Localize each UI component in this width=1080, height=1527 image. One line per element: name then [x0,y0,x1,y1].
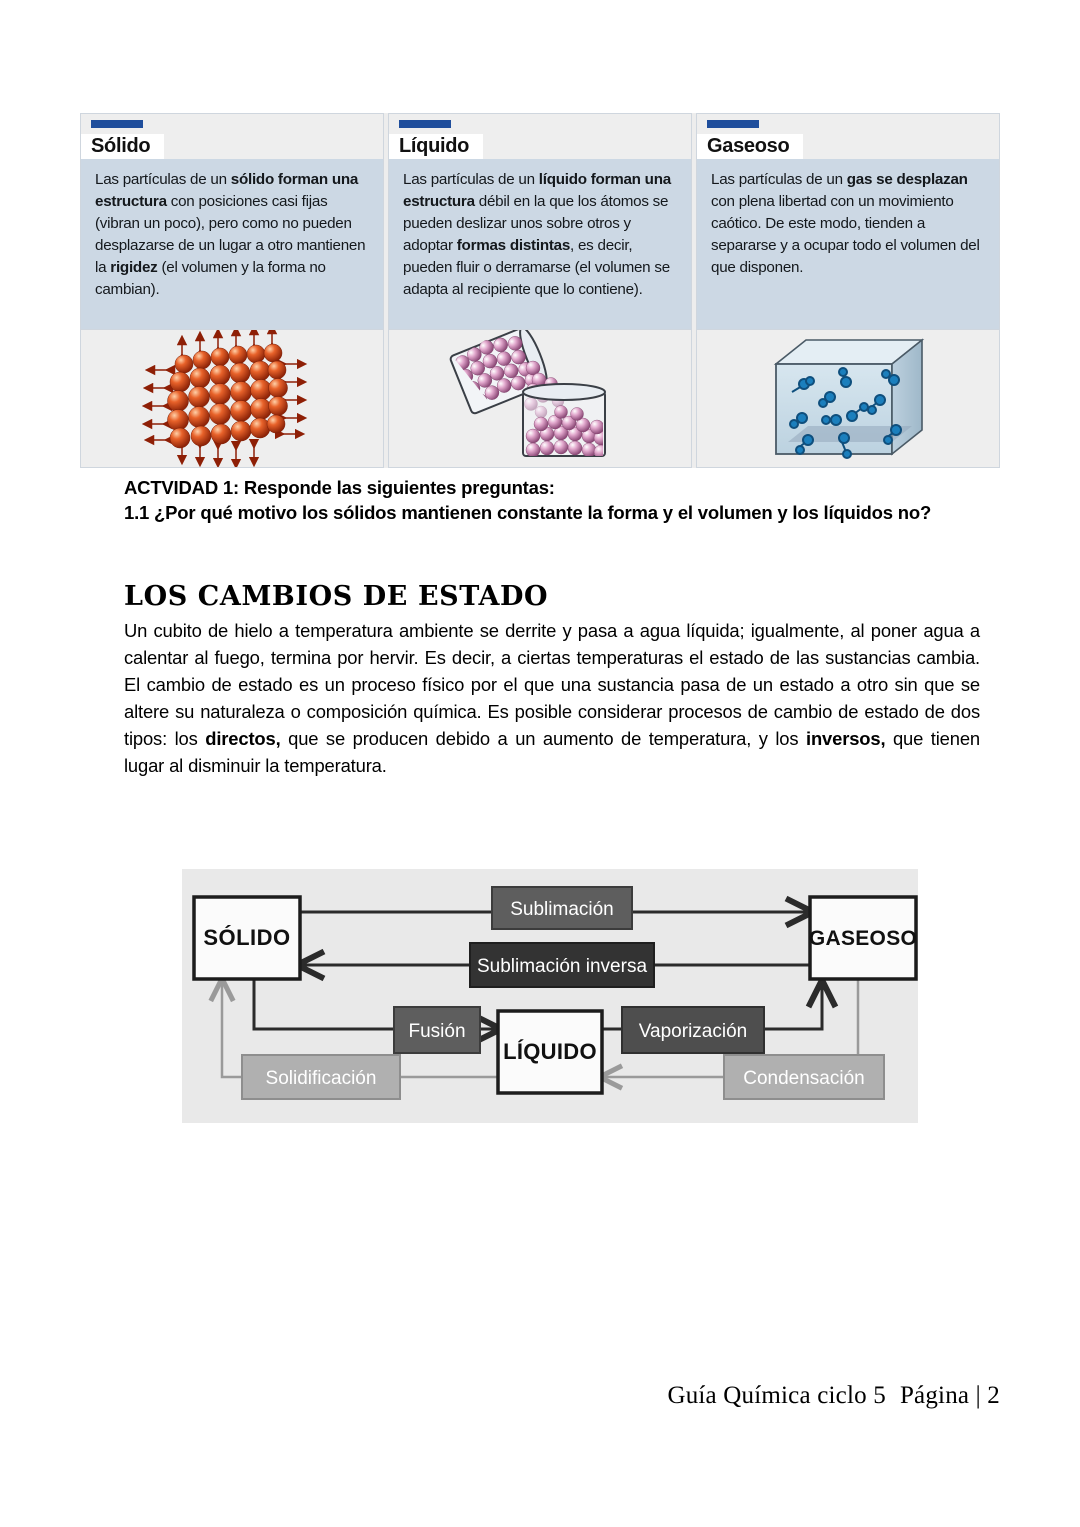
panel-text-gaseoso: Las partículas de un gas se desplazan co… [711,171,980,276]
diagram-node-label-liquido: LÍQUIDO [503,1039,597,1064]
panel-body-solido: Las partículas de un sólido forman una e… [81,159,383,330]
panel-body-gaseoso: Las partículas de un gas se desplazan co… [697,159,999,330]
activity-heading: ACTVIDAD 1: Responde las siguientes preg… [124,477,555,498]
state-panel-solido: Sólido Las partículas de un sólido forma… [80,113,384,468]
diagram-transition-vaporizacion: Vaporización [621,1006,765,1054]
diagram-transition-label-sublimacion-inversa: Sublimación inversa [477,956,647,977]
panel-head-gaseoso: Gaseoso [697,132,999,160]
diagram-transition-label-sublimacion: Sublimación [510,899,614,920]
gas-cube-illustration [697,329,999,467]
diagram-transition-label-solidificacion: Solidificación [266,1068,377,1089]
accent-bar-liquido [399,120,451,128]
footer-guide-title: Guía Química ciclo 5 [667,1382,886,1409]
panel-title-solido: Sólido [81,134,165,160]
accent-bar-gaseoso [707,120,759,128]
panel-head-liquido: Líquido [389,132,691,160]
panel-title-gaseoso: Gaseoso [697,134,804,160]
page-title: LOS CAMBIOS DE ESTADO [124,581,549,612]
panel-text-solido: Las partículas de un sólido forman una e… [95,171,366,298]
diagram-transition-sublimacion: Sublimación [491,886,633,930]
diagram-transition-fusion: Fusión [393,1006,481,1054]
page-footer: Guía Química ciclo 5 Página | 2 [0,1382,1000,1410]
diagram-transition-label-vaporizacion: Vaporización [639,1021,747,1042]
diagram-transition-condensacion: Condensación [723,1054,885,1100]
diagram-transition-solidificacion: Solidificación [241,1054,401,1100]
diagram-transition-label-condensacion: Condensación [743,1068,864,1089]
state-panel-gaseoso: Gaseoso Las partículas de un gas se desp… [696,113,1000,468]
panel-title-liquido: Líquido [389,134,484,160]
solid-lattice-illustration [81,329,383,467]
diagram-node-label-gaseoso: GASEOSO [809,927,917,950]
diagram-transition-sublimacion-inversa: Sublimación inversa [469,942,655,988]
diagram-node-solido: SÓLIDO [192,895,302,981]
activity-block: ACTVIDAD 1: Responde las siguientes preg… [124,476,1004,525]
diagram-node-label-solido: SÓLIDO [203,925,290,950]
diagram-transition-label-fusion: Fusión [408,1021,465,1042]
footer-page-number: Página | 2 [899,1382,1000,1409]
state-panel-liquido: Líquido Las partículas de un líquido for… [388,113,692,468]
panel-text-liquido: Las partículas de un líquido forman una … [403,171,671,298]
panel-head-solido: Sólido [81,132,383,160]
panel-body-liquido: Las partículas de un líquido forman una … [389,159,691,330]
section-paragraph: Un cubito de hielo a temperatura ambient… [124,620,980,776]
diagram-node-liquido: LÍQUIDO [496,1009,604,1095]
diagram-node-gaseoso: GASEOSO [808,895,918,981]
liquid-beakers-illustration [389,329,691,467]
state-change-diagram: SÓLIDO GASEOSO LÍQUIDO Sublimación Subli… [182,869,918,1123]
accent-bar-solido [91,120,143,128]
activity-question: 1.1 ¿Por qué motivo los sólidos mantiene… [124,501,932,523]
states-of-matter-panel-strip: Sólido Las partículas de un sólido forma… [80,113,1000,468]
